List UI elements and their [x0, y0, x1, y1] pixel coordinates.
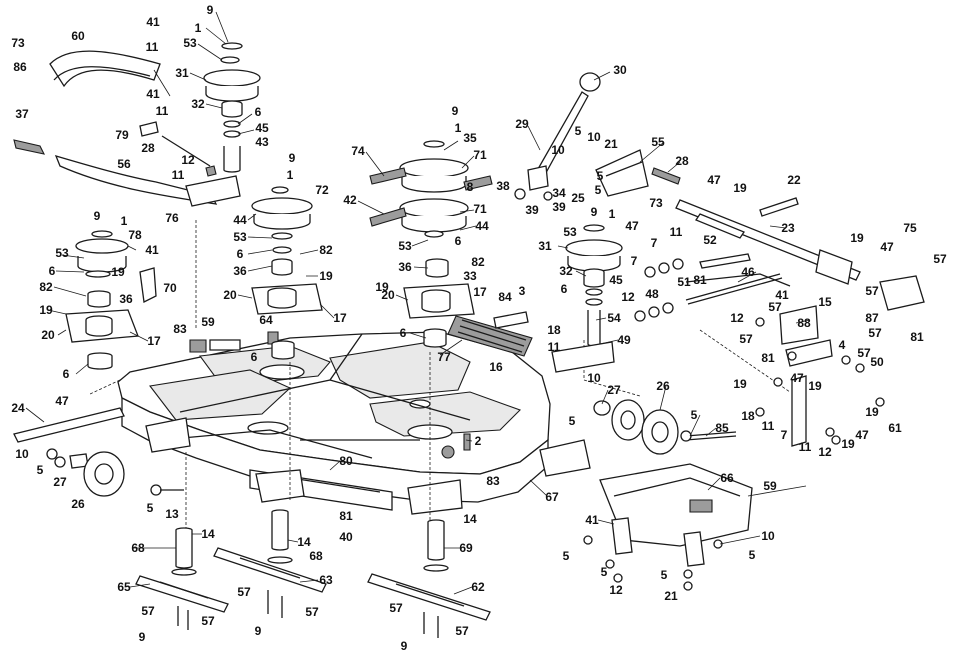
blade-spindles-and-blades [136, 510, 490, 638]
right-gauge-wheels-and-guard [584, 400, 752, 590]
center-pulley-stack [370, 141, 532, 356]
left-spindle-assembly [66, 231, 156, 369]
lift-linkage [515, 189, 924, 446]
center-left-pulley-stack [204, 43, 322, 359]
belt-guard-and-idler-arm [14, 51, 240, 206]
right-spindle-and-lift-lever [528, 73, 680, 372]
callout-leader-lines [26, 12, 810, 594]
mower-deck-housing [118, 332, 590, 514]
left-gauge-wheel [14, 408, 184, 496]
